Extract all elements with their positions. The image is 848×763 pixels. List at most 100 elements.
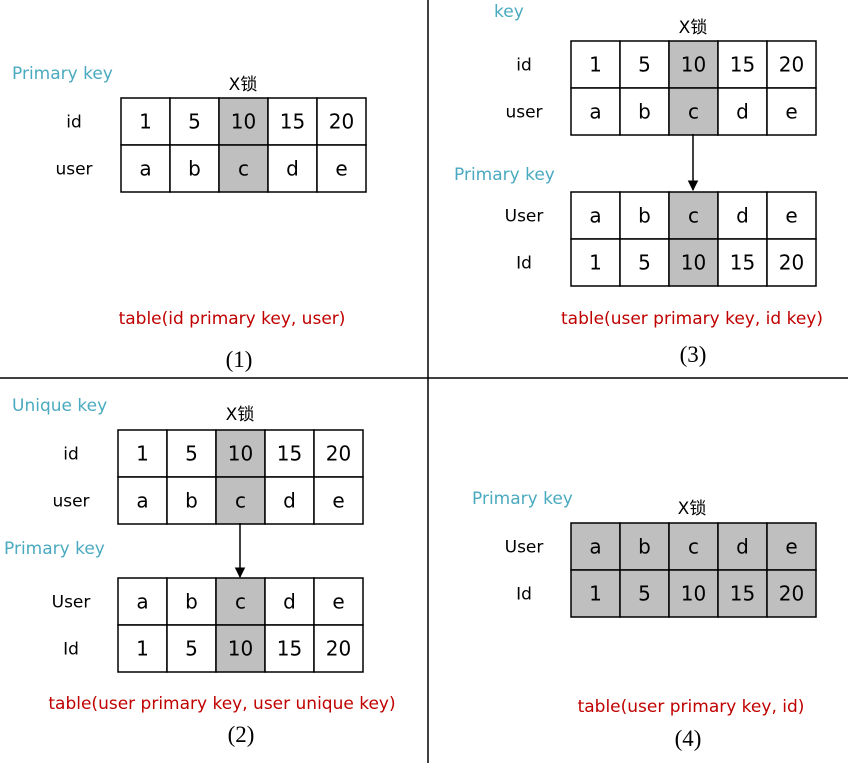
- cell-value: 15: [730, 53, 755, 77]
- table-definition: table(user primary key, id key): [561, 309, 823, 329]
- index-label: Primary key: [472, 489, 573, 509]
- cell-value: 1: [139, 110, 152, 134]
- cell-value: 15: [730, 582, 755, 606]
- table-cell: [570, 40, 621, 89]
- cell-value: 1: [136, 442, 149, 466]
- cell-value: a: [136, 590, 148, 614]
- cell-value: d: [283, 489, 296, 513]
- cell-value: a: [139, 157, 151, 181]
- table-cell: [313, 476, 364, 525]
- table-cell: [166, 476, 217, 525]
- cell-value: 5: [638, 582, 651, 606]
- table-definition: table(id primary key, user): [119, 309, 346, 329]
- cell-value: d: [736, 204, 749, 228]
- row-label: Id: [516, 585, 532, 605]
- table-cell: [264, 476, 315, 525]
- row-label: id: [516, 56, 532, 76]
- cell-value: b: [185, 590, 198, 614]
- cell-value: c: [688, 535, 699, 559]
- table-cell: [619, 40, 670, 89]
- table-cell: [264, 577, 315, 626]
- table-cell: [166, 624, 217, 673]
- cell-value: d: [736, 535, 749, 559]
- cell-value: 10: [231, 110, 256, 134]
- cell-value: 5: [638, 53, 651, 77]
- cell-value: 15: [730, 251, 755, 275]
- cell-value: 1: [589, 53, 602, 77]
- table-cell: [313, 577, 364, 626]
- secondary-index-label: key: [494, 2, 524, 22]
- cell-value: c: [238, 157, 249, 181]
- cell-value: e: [332, 590, 344, 614]
- table-cell: [169, 144, 220, 193]
- cell-value: 1: [589, 582, 602, 606]
- cell-value: 1: [136, 637, 149, 661]
- table-cell: [120, 144, 171, 193]
- cell-value: d: [286, 157, 299, 181]
- x-lock-label: X锁: [679, 18, 708, 38]
- table-cell: [717, 238, 768, 287]
- x-lock-label: X锁: [678, 499, 707, 519]
- locked-cell: [619, 569, 670, 618]
- row-label: Id: [516, 254, 532, 274]
- row-label: Id: [63, 640, 79, 660]
- row-label: User: [52, 593, 91, 613]
- table-cell: [766, 191, 817, 240]
- cell-value: c: [688, 204, 699, 228]
- cell-value: 5: [188, 110, 201, 134]
- row-label: user: [505, 103, 542, 123]
- cell-value: 10: [681, 582, 706, 606]
- table-cell: [570, 191, 621, 240]
- panel-caption: (4): [675, 726, 702, 751]
- cell-value: 20: [326, 442, 351, 466]
- panel-caption: (2): [228, 722, 255, 747]
- table-cell: [766, 40, 817, 89]
- table-definition: table(user primary key, user unique key): [48, 694, 395, 714]
- cell-value: a: [589, 535, 601, 559]
- cell-value: 5: [185, 442, 198, 466]
- table-cell: [570, 238, 621, 287]
- cell-value: e: [785, 204, 797, 228]
- table-cell: [267, 97, 318, 146]
- row-label: User: [505, 207, 544, 227]
- cell-value: 5: [185, 637, 198, 661]
- cell-value: 1: [589, 251, 602, 275]
- panel-caption: (1): [226, 347, 253, 372]
- cell-value: a: [589, 100, 601, 124]
- cell-value: b: [638, 100, 651, 124]
- cell-value: e: [785, 535, 797, 559]
- row-label: User: [505, 538, 544, 558]
- cell-value: e: [332, 489, 344, 513]
- table-cell: [117, 577, 168, 626]
- cell-value: 10: [681, 251, 706, 275]
- cell-value: 20: [326, 637, 351, 661]
- locked-cell: [218, 144, 269, 193]
- table-cell: [766, 87, 817, 136]
- cell-value: 20: [779, 251, 804, 275]
- table-cell: [619, 87, 670, 136]
- cell-value: b: [185, 489, 198, 513]
- locked-cell: [668, 191, 719, 240]
- table-cell: [766, 238, 817, 287]
- locked-cell: [668, 522, 719, 571]
- row-label: id: [63, 445, 79, 465]
- row-label: user: [52, 492, 89, 512]
- locked-cell: [717, 522, 768, 571]
- cell-value: a: [589, 204, 601, 228]
- cell-value: 5: [638, 251, 651, 275]
- cell-value: 10: [681, 53, 706, 77]
- row-label: user: [55, 160, 92, 180]
- table-cell: [316, 144, 367, 193]
- locked-cell: [668, 569, 719, 618]
- cell-value: c: [235, 590, 246, 614]
- row-label: id: [66, 113, 82, 133]
- locked-cell: [717, 569, 768, 618]
- cell-value: 15: [277, 442, 302, 466]
